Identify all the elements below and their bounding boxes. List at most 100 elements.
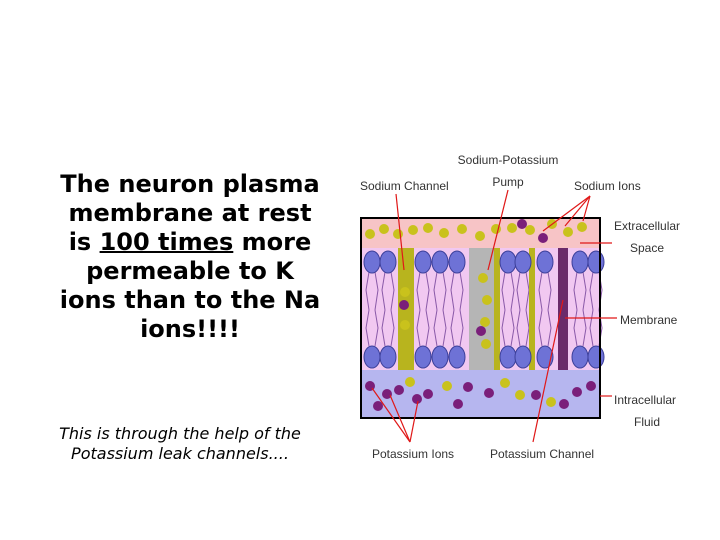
main-line-6: ions!!!! [140, 315, 240, 343]
phospholipid-head [414, 345, 432, 369]
sodium-ion [500, 378, 510, 388]
phospholipid-tail [450, 271, 455, 311]
phospholipid-head [536, 250, 554, 274]
label-intracellular-line2: Fluid [634, 415, 660, 429]
phospholipid-tail [442, 309, 447, 347]
phospholipid-tail [573, 271, 578, 311]
sodium-ion [475, 231, 485, 241]
phospholipid-head [571, 250, 589, 274]
sodium-ion [525, 225, 535, 235]
potassium-ion [559, 399, 569, 409]
sodium-potassium-pump-protein [469, 248, 497, 370]
ions [365, 219, 596, 411]
phospholipid-tail [510, 271, 515, 311]
phospholipid-head [379, 250, 397, 274]
potassium-ion [476, 326, 486, 336]
phospholipid-head [448, 250, 466, 274]
phospholipid-tail [538, 271, 543, 311]
potassium-channel-pointer [532, 299, 564, 443]
phospholipid-tail [573, 309, 578, 347]
potassium-ion [531, 390, 541, 400]
phospholipid-head [571, 345, 589, 369]
phospholipid-head [514, 345, 532, 369]
sodium-ion [546, 397, 556, 407]
phospholipid-tail [547, 309, 552, 347]
sub-line-2: Potassium leak channels.... [71, 444, 289, 463]
potassium-ion [586, 381, 596, 391]
potassium-ion-pointer [371, 387, 411, 443]
potassium-ion [463, 382, 473, 392]
label-membrane: Membrane [620, 313, 678, 327]
phospholipid-head [414, 250, 432, 274]
main-line-3-pre: is [68, 228, 100, 256]
sodium-ion [442, 381, 452, 391]
phospholipid-head [514, 250, 532, 274]
phospholipid-tail [381, 271, 386, 311]
phospholipid-tail [589, 271, 594, 311]
phospholipid-head [431, 345, 449, 369]
phospholipid-tail [501, 271, 506, 311]
sodium-ion [423, 223, 433, 233]
phospholipid-tail [365, 271, 370, 311]
sodium-ion [365, 229, 375, 239]
potassium-channel-protein [558, 248, 568, 370]
phospholipid-tail [516, 309, 521, 347]
phospholipid-tail [433, 309, 438, 347]
pump-subunit [494, 248, 500, 370]
pointer-lines [371, 189, 617, 443]
sodium-ion [577, 222, 587, 232]
potassium-ion [412, 394, 422, 404]
main-line-1: The neuron plasma [60, 170, 320, 198]
phospholipid-tail [516, 271, 521, 311]
potassium-ion [572, 387, 582, 397]
sodium-ion [482, 295, 492, 305]
sodium-ion [400, 320, 410, 330]
emphasis-100-times: 100 times [99, 228, 234, 256]
sodium-ion [480, 317, 490, 327]
phospholipid-tail [374, 271, 379, 311]
sodium-ion [507, 223, 517, 233]
phospholipid-head [363, 250, 381, 274]
phospholipid-tail [425, 271, 430, 311]
sodium-ion-pointer [582, 195, 591, 222]
potassium-ion [538, 233, 548, 243]
sodium-ion [393, 229, 403, 239]
sodium-ion-pointer [564, 195, 591, 227]
phospholipid-head [499, 345, 517, 369]
phospholipid-tail [365, 309, 370, 347]
phospholipid-tail [582, 271, 587, 311]
phospholipid-head [379, 345, 397, 369]
sodium-ion [481, 339, 491, 349]
phospholipid-tail [374, 309, 379, 347]
phospholipid-tail [547, 271, 552, 311]
potassium-ion-pointer [389, 394, 411, 443]
sodium-ion [457, 224, 467, 234]
potassium-ion-pointer [409, 400, 419, 443]
phospholipid-tail [538, 309, 543, 347]
sodium-ion [400, 287, 410, 297]
label-extracellular-line1: Extracellular [614, 219, 680, 233]
main-line-3: is 100 times more [40, 228, 340, 257]
potassium-ion [453, 399, 463, 409]
sodium-ion [439, 228, 449, 238]
sodium-ion [478, 273, 488, 283]
potassium-ion [484, 388, 494, 398]
potassium-ion [423, 389, 433, 399]
sodium-channel-pointer [395, 193, 405, 271]
main-line-2: membrane at rest [68, 199, 312, 227]
phospholipid-head [499, 250, 517, 274]
main-line-3-post: more [233, 228, 312, 256]
label-potassium-ions: Potassium Ions [372, 447, 454, 461]
phospholipid-tail [501, 309, 506, 347]
phospholipid-tail [442, 271, 447, 311]
sodium-ion [379, 224, 389, 234]
phospholipid-head [587, 250, 605, 274]
potassium-ion [517, 219, 527, 229]
potassium-ion [373, 401, 383, 411]
phospholipid-tail [589, 309, 594, 347]
potassium-ion [394, 385, 404, 395]
sub-line-1: This is through the help of the [59, 424, 301, 443]
label-extracellular-line2: Space [630, 241, 664, 255]
label-intracellular-line1: Intracellular [614, 393, 676, 407]
